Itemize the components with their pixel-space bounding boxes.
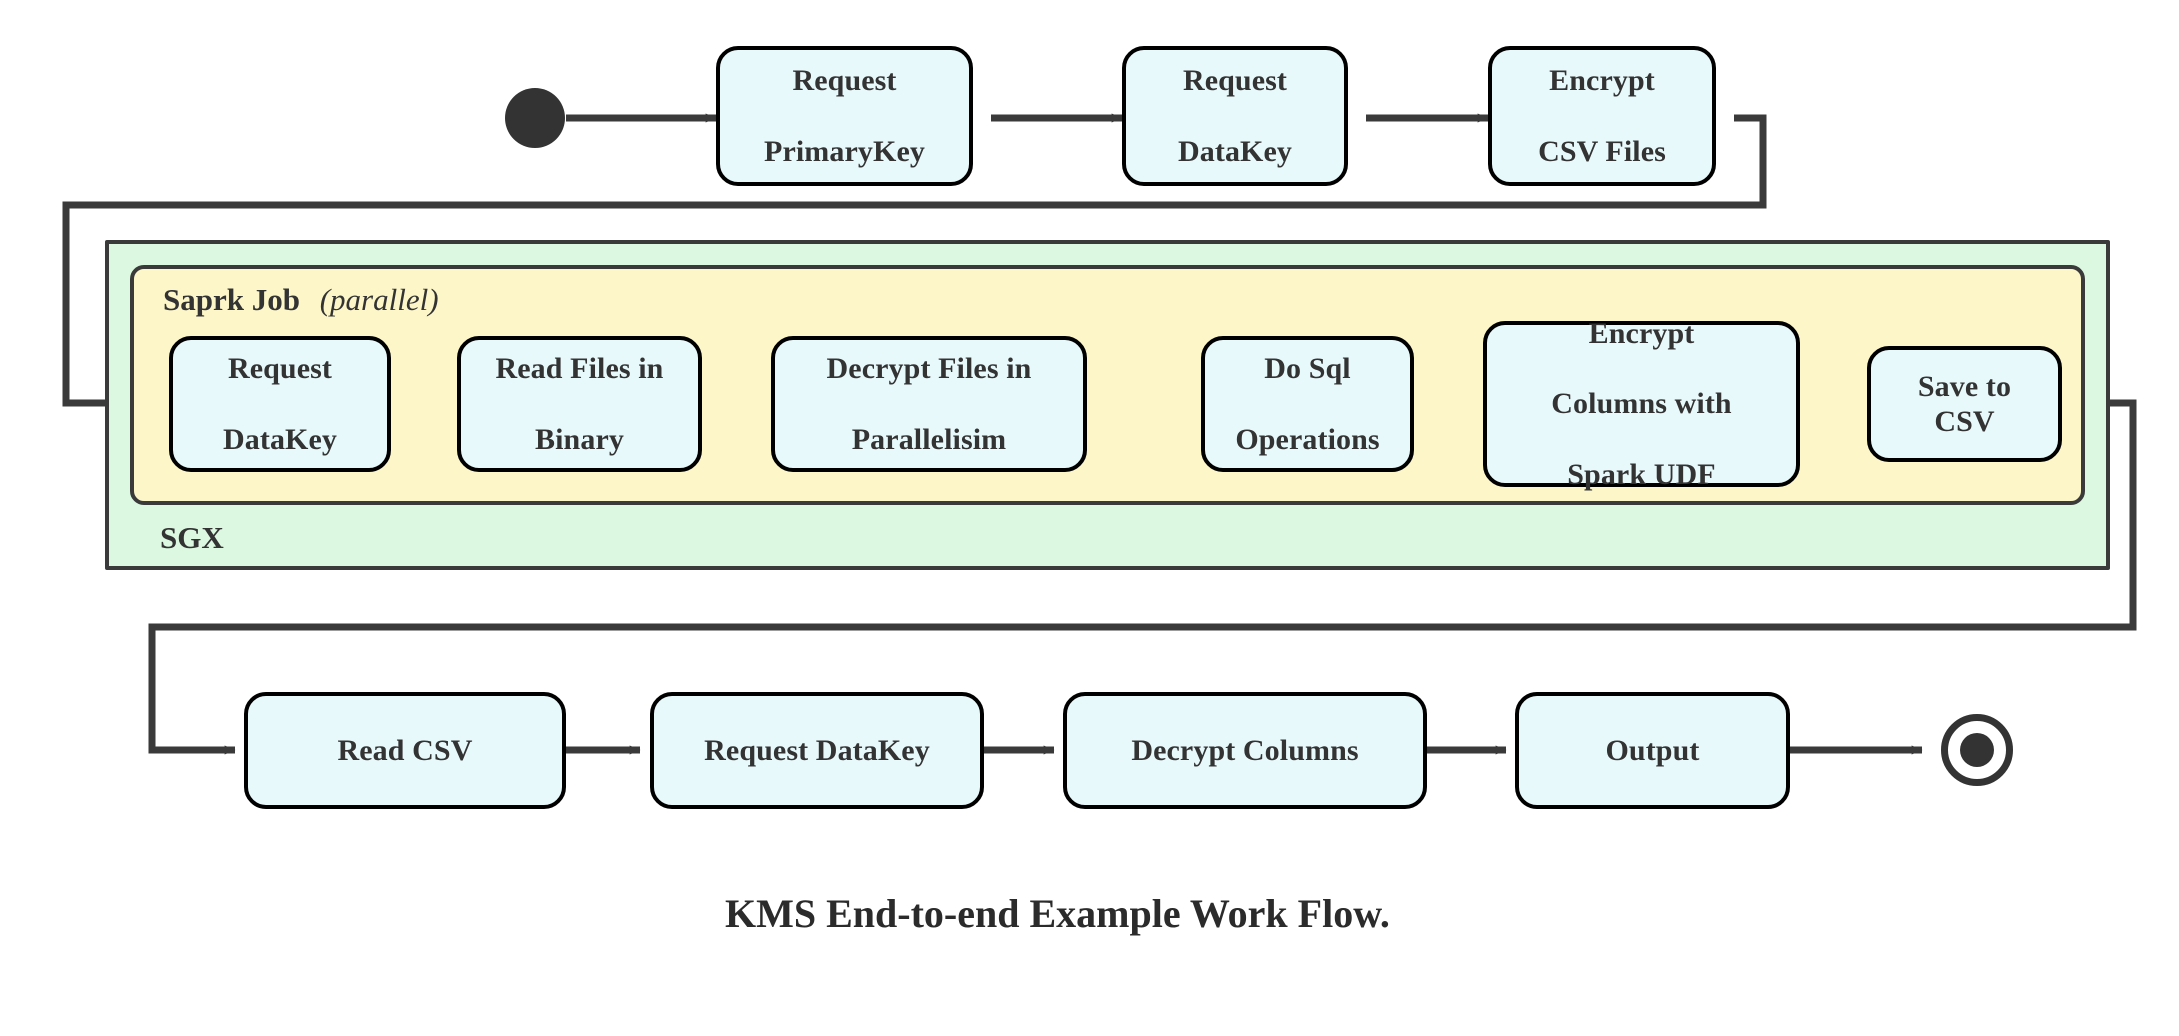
- node-request-datakey-spark-label: Request DataKey: [222, 351, 337, 456]
- node-request-datakey-top-label: Request DataKey: [1177, 63, 1292, 168]
- node-output[interactable]: Output: [1515, 692, 1790, 809]
- sgx-label: SGX: [160, 520, 224, 556]
- node-decrypt-files-in-parallelisim-label: Decrypt Files in Parallelisim: [826, 351, 1032, 456]
- node-read-files-in-binary-label: Read Files in Binary: [495, 351, 664, 456]
- node-save-to-csv[interactable]: Save to CSV: [1867, 346, 2062, 462]
- node-decrypt-columns-label: Decrypt Columns: [1131, 733, 1359, 767]
- node-do-sql-operations[interactable]: Do Sql Operations: [1201, 336, 1414, 472]
- node-encrypt-columns-with-spark-udf[interactable]: Encrypt Columns with Spark UDF: [1483, 317, 1800, 491]
- node-encrypt-columns-with-spark-udf-label: Encrypt Columns with Spark UDF: [1551, 316, 1732, 492]
- node-encrypt-csv-files-label: Encrypt CSV Files: [1538, 63, 1666, 168]
- spark-job-label: Saprk Job (parallel): [163, 282, 439, 318]
- spark-job-mode-text: (parallel): [319, 282, 439, 317]
- node-read-csv-label: Read CSV: [337, 733, 473, 767]
- node-decrypt-columns[interactable]: Decrypt Columns: [1063, 692, 1427, 809]
- node-request-primarykey-label: Request PrimaryKey: [764, 63, 925, 168]
- start-state-icon: [505, 88, 565, 148]
- node-read-files-in-binary[interactable]: Read Files in Binary: [457, 336, 702, 472]
- node-request-datakey-bottom-label: Request DataKey: [704, 733, 930, 767]
- spark-job-label-text: Saprk Job: [163, 282, 300, 317]
- node-request-datakey-spark[interactable]: Request DataKey: [169, 336, 391, 472]
- node-request-primarykey[interactable]: Request PrimaryKey: [716, 46, 973, 186]
- node-encrypt-csv-files[interactable]: Encrypt CSV Files: [1488, 46, 1716, 186]
- end-state-icon: [1941, 714, 2013, 786]
- end-state-inner-dot: [1959, 732, 1995, 768]
- node-read-csv[interactable]: Read CSV: [244, 692, 566, 809]
- node-decrypt-files-in-parallelisim[interactable]: Decrypt Files in Parallelisim: [771, 336, 1087, 472]
- diagram-caption-text: KMS End-to-end Example Work Flow.: [725, 891, 1390, 936]
- node-request-datakey-bottom[interactable]: Request DataKey: [650, 692, 984, 809]
- sgx-label-text: SGX: [160, 520, 224, 555]
- node-output-label: Output: [1605, 733, 1700, 767]
- node-request-datakey-top[interactable]: Request DataKey: [1122, 46, 1348, 186]
- diagram-caption: KMS End-to-end Example Work Flow.: [725, 890, 1390, 937]
- node-save-to-csv-label: Save to CSV: [1917, 369, 2012, 438]
- node-do-sql-operations-label: Do Sql Operations: [1235, 351, 1380, 456]
